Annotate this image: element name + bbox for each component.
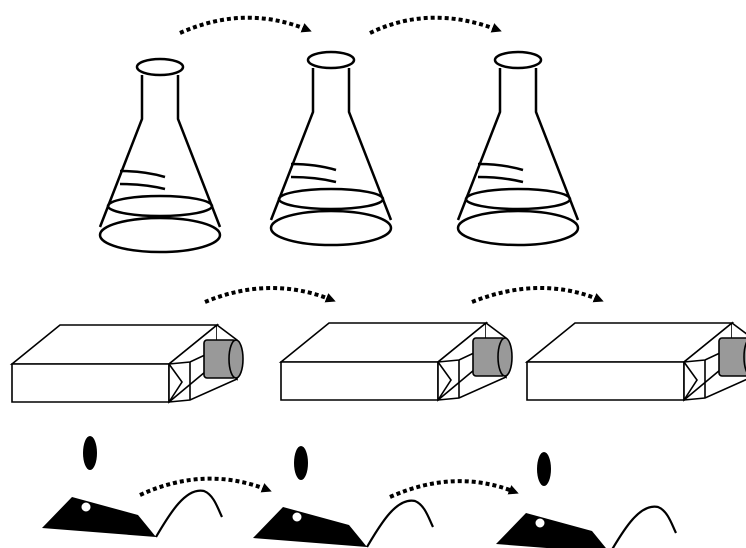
mouse-row	[42, 436, 676, 548]
dotted-arrow-icon	[370, 18, 498, 33]
dotted-arrow-icon	[205, 288, 332, 302]
mouse-icon	[496, 452, 676, 548]
flask-1	[100, 59, 220, 252]
mouse-2	[253, 446, 433, 547]
culture-flask-3	[527, 323, 746, 400]
dotted-arrow-icon	[140, 479, 268, 495]
mouse-1	[42, 436, 222, 537]
erlenmeyer-flask-icon	[271, 52, 391, 245]
dotted-arrow-icon	[472, 288, 600, 302]
culture-flask-row	[12, 288, 746, 402]
culture-flask-1	[12, 325, 243, 402]
mouse-icon	[42, 436, 222, 537]
erlenmeyer-flask-icon	[458, 52, 578, 245]
erlenmeyer-flask-icon	[100, 59, 220, 252]
dotted-arrow-icon	[390, 481, 515, 497]
flask-3	[458, 52, 578, 245]
flask-row	[100, 18, 578, 252]
mouse-3	[496, 452, 676, 548]
mouse-icon	[253, 446, 433, 547]
tissue-culture-flask-icon	[527, 323, 746, 400]
dotted-arrow-icon	[180, 18, 308, 33]
tissue-culture-flask-icon	[281, 323, 512, 400]
tissue-culture-flask-icon	[12, 325, 243, 402]
flask-2	[271, 52, 391, 245]
culture-flask-2	[281, 323, 512, 400]
